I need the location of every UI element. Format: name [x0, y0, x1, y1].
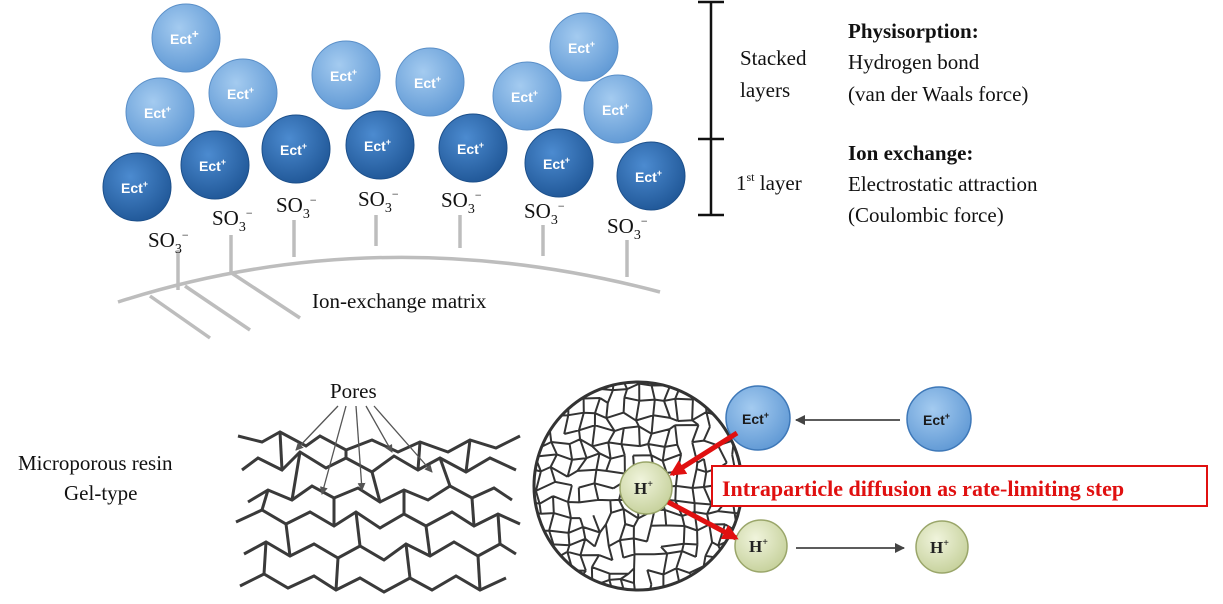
ect-ion-bulk: Ect+: [906, 386, 972, 452]
svg-text:Ect+: Ect+: [170, 27, 199, 47]
so3-label: SO3−: [607, 214, 648, 243]
physisorption-line: (van der Waals force): [848, 82, 1028, 106]
svg-text:Ect+: Ect+: [330, 67, 357, 84]
ect-ion-light: Ect+: [151, 3, 221, 73]
svg-text:Ect+: Ect+: [568, 39, 595, 56]
svg-text:Ect+: Ect+: [121, 179, 148, 196]
ect-ion-dark: Ect+: [345, 110, 415, 180]
ion-exchange-matrix: [117, 215, 661, 340]
rate-limiting-text: Intraparticle diffusion as rate-limiting…: [722, 476, 1124, 501]
ect-ion-light: Ect+: [311, 40, 381, 110]
ect-ion-light: Ect+: [583, 74, 653, 144]
svg-text:H+: H+: [634, 479, 653, 498]
svg-text:Ect+: Ect+: [602, 101, 629, 118]
svg-text:Ect+: Ect+: [635, 168, 662, 185]
svg-text:Ect+: Ect+: [199, 157, 226, 174]
svg-text:Ect+: Ect+: [280, 141, 307, 158]
physisorption-line: Hydrogen bond: [848, 50, 980, 74]
ect-ion-dark: Ect+: [261, 114, 331, 184]
stacked-layers-label: Stacked: [740, 46, 807, 70]
so3-label: SO3−: [148, 228, 189, 257]
ect-ion-light: Ect+: [549, 12, 619, 82]
svg-text:Ect+: Ect+: [511, 88, 538, 105]
stacked-layers-label: layers: [740, 78, 790, 102]
matrix-label: Ion-exchange matrix: [312, 289, 487, 313]
so3-label: SO3−: [212, 206, 253, 235]
ect-ion-dark: Ect+: [102, 152, 172, 222]
first-layer-label: 1st layer: [736, 170, 802, 195]
rate-limiting-callout: Intraparticle diffusion as rate-limiting…: [711, 465, 1208, 507]
red-arrow-outward: [666, 499, 739, 541]
svg-text:H+: H+: [749, 537, 768, 556]
h-ion-inside: H+: [619, 461, 673, 515]
svg-text:H+: H+: [930, 538, 949, 557]
ion-exchange-line: (Coulombic force): [848, 203, 1004, 227]
svg-text:Ect+: Ect+: [543, 155, 570, 172]
pore-pointers: [295, 405, 433, 495]
ect-ion-light: Ect+: [395, 47, 465, 117]
so3-label: SO3−: [276, 193, 317, 222]
first-layer-ions: Ect+ Ect+ Ect+ Ect+ Ect+ Ect+ Ect+: [102, 110, 686, 222]
pores-label: Pores: [330, 379, 377, 403]
svg-text:Ect+: Ect+: [414, 74, 441, 91]
ect-ion-dark: Ect+: [438, 113, 508, 183]
resin-label: Microporous resin: [18, 451, 173, 475]
ect-ion-light: Ect+: [492, 61, 562, 131]
svg-text:Ect+: Ect+: [742, 410, 769, 427]
ect-ion-dark: Ect+: [180, 130, 250, 200]
ect-ion-entering: Ect+: [725, 385, 791, 451]
svg-text:Ect+: Ect+: [144, 104, 171, 121]
ect-ion-dark: Ect+: [616, 141, 686, 211]
red-arrow-inward: [669, 430, 739, 477]
ion-exchange-line: Electrostatic attraction: [848, 172, 1038, 196]
ect-ion-light: Ect+: [125, 77, 195, 147]
svg-text:Ect+: Ect+: [227, 85, 254, 102]
gel-network: [235, 430, 521, 594]
resin-label: Gel-type: [64, 481, 137, 505]
physisorption-title: Physisorption:: [848, 19, 979, 43]
h-ion-released: H+: [734, 519, 788, 573]
svg-text:Ect+: Ect+: [364, 137, 391, 154]
so3-label: SO3−: [358, 187, 399, 216]
svg-text:Ect+: Ect+: [457, 140, 484, 157]
ect-ion-dark: Ect+: [524, 128, 594, 198]
sulfonate-groups: SO3− SO3− SO3− SO3− SO3− SO3− SO3−: [148, 187, 648, 257]
so3-label: SO3−: [441, 188, 482, 217]
layer-bracket: [698, 0, 724, 217]
so3-label: SO3−: [524, 199, 565, 228]
svg-text:Ect+: Ect+: [923, 411, 950, 428]
ect-ion-light: Ect+: [208, 58, 278, 128]
stacked-layer-ions: Ect+ Ect+ Ect+ Ect+ Ect+ Ect+ Ect+ Ect+: [125, 3, 653, 147]
h-ion-bulk: H+: [915, 520, 969, 574]
ion-exchange-title: Ion exchange:: [848, 141, 973, 165]
